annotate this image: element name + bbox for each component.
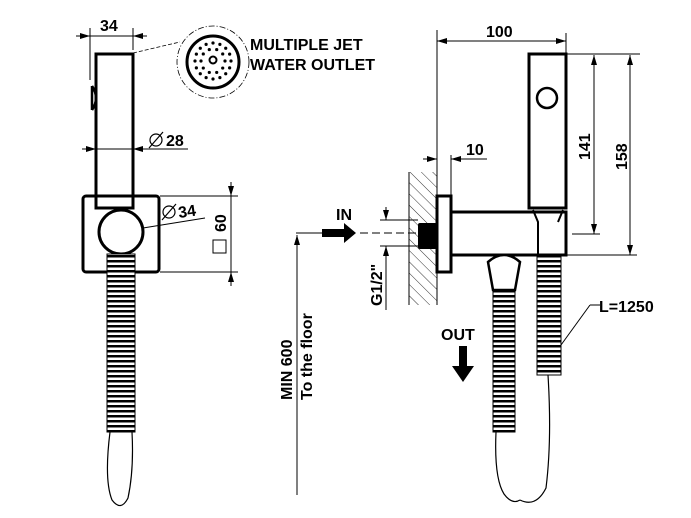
inlet-arrow-icon	[322, 223, 356, 243]
dim-projection-100: 100	[486, 24, 513, 41]
jet-hole	[207, 47, 211, 52]
jet-hole	[211, 77, 215, 81]
hose	[106, 253, 136, 433]
outlet-nozzle	[486, 253, 522, 292]
jet-hole	[215, 70, 219, 75]
elbow-connector	[97, 208, 145, 256]
jet-outlet-callout: MULTIPLE JET WATER OUTLET	[132, 25, 375, 99]
floor-distance-label: MIN 600	[279, 339, 296, 400]
callout-leader	[132, 41, 181, 54]
dim-diameter-34: 34	[177, 203, 197, 222]
wall-flange	[435, 194, 453, 274]
front-view: 34 28 34 60	[76, 18, 238, 507]
leader-line	[142, 217, 206, 229]
jet-hole	[198, 72, 202, 76]
hose	[536, 254, 562, 376]
jet-hole	[201, 52, 205, 56]
jet-hole	[215, 47, 219, 52]
hose-loop	[519, 374, 551, 503]
outlet-arrow-icon	[452, 346, 474, 382]
jet-hole	[229, 59, 233, 63]
side-view: 100 10 141 158 L=1250	[279, 24, 654, 503]
jet-hole	[221, 52, 225, 56]
jet-hole	[204, 42, 208, 46]
hose-loop	[495, 431, 521, 503]
jet-hole	[204, 76, 208, 80]
jet-hole	[199, 59, 203, 63]
jet-hole	[201, 66, 205, 70]
jet-hole	[198, 46, 202, 50]
jet-hole	[194, 66, 198, 70]
hose-length-label: L=1250	[599, 299, 654, 316]
handset-body	[527, 52, 568, 210]
dim-handset-141: 141	[577, 133, 594, 160]
jet-hole	[194, 52, 198, 56]
callout-line-2: WATER OUTLET	[250, 57, 375, 74]
outlet-hose	[492, 289, 516, 433]
jet-hole	[193, 59, 197, 63]
handset-trigger	[90, 85, 98, 111]
jet-hole	[224, 46, 228, 50]
inlet-label: IN	[336, 207, 352, 224]
handset-holder	[532, 209, 564, 254]
jet-hole	[228, 66, 232, 70]
diameter-icon	[148, 131, 164, 149]
jet-holes	[193, 41, 233, 81]
dim-square-60: 60	[213, 214, 230, 232]
jet-hole	[218, 76, 222, 80]
diameter-icon	[161, 203, 177, 221]
jet-hole	[224, 72, 228, 76]
dim-width-34: 34	[100, 18, 118, 35]
detail-circle	[176, 25, 250, 99]
thread-size-label: G1/2"	[369, 264, 386, 306]
leader-line	[560, 304, 591, 346]
outlet-face	[185, 34, 241, 90]
valve-body	[449, 210, 568, 257]
handset-body	[94, 52, 135, 210]
dim-flange-10: 10	[466, 142, 484, 159]
square-icon	[212, 239, 227, 254]
floor-distance-note: To the floor	[299, 313, 316, 400]
callout-line-1: MULTIPLE JET	[250, 37, 363, 54]
outlet-label: OUT	[441, 327, 475, 344]
jet-hole	[207, 70, 211, 75]
jet-hole	[211, 41, 215, 45]
trigger-button	[535, 86, 559, 110]
dim-diameter-28: 28	[166, 133, 184, 150]
jet-hole	[221, 66, 225, 70]
jet-hole	[228, 52, 232, 56]
center-hole	[208, 55, 218, 65]
jet-hole	[223, 59, 227, 63]
jet-hole	[218, 42, 222, 46]
hose-loop	[106, 431, 134, 507]
inlet-fitting	[418, 223, 437, 249]
dim-total-158: 158	[614, 143, 631, 170]
